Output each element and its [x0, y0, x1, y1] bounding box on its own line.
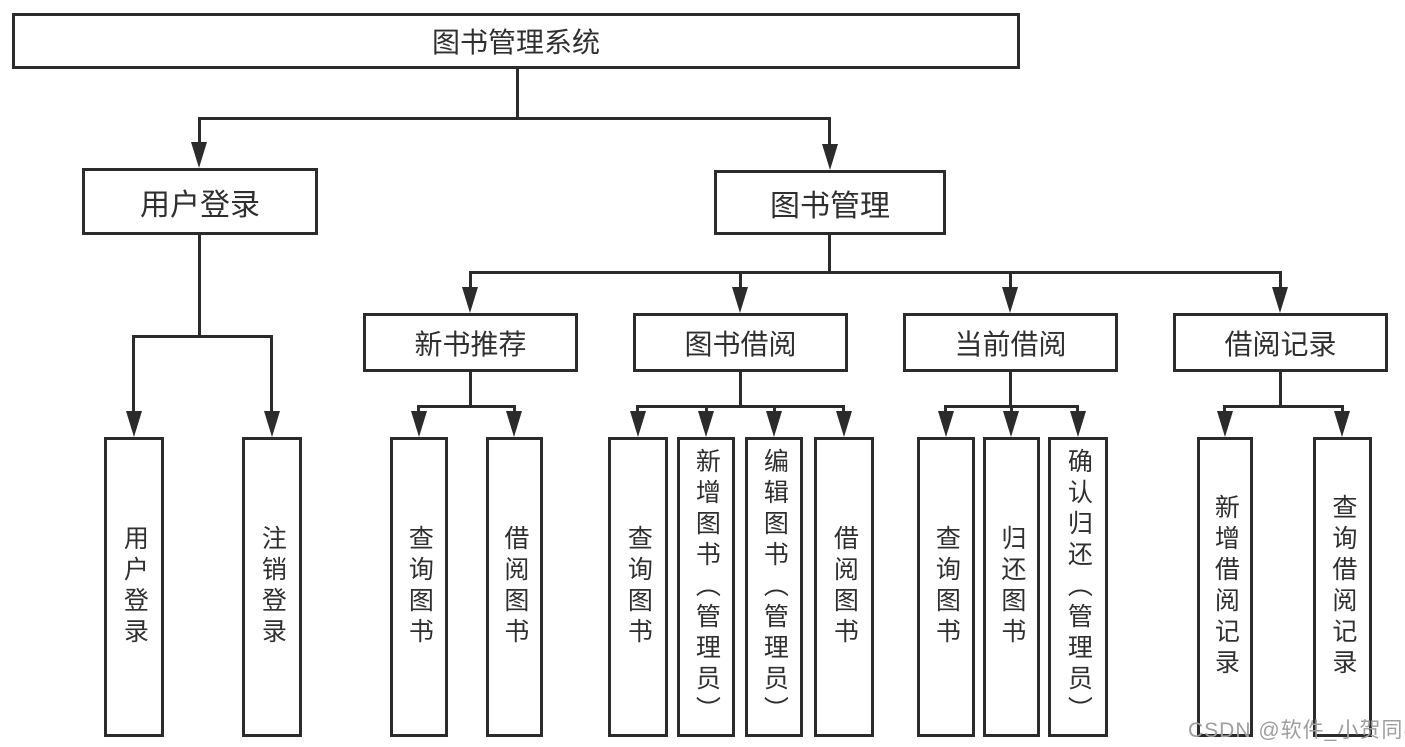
connector-stem [270, 335, 273, 413]
leaf-query-books: 查询图书 [917, 437, 975, 737]
connector-group-hline [637, 405, 845, 408]
connector-group-hline [1224, 405, 1344, 408]
connector-stem [132, 335, 135, 413]
leaf-query-books-label: 查询图书 [932, 525, 961, 649]
connector-userlogin-vline [198, 235, 201, 337]
leaf-borrow-books-label: 借阅图书 [500, 525, 529, 649]
node-book-borrow: 图书借阅 [633, 313, 848, 372]
connector-stem [828, 117, 831, 146]
connector-group-hline [418, 405, 516, 408]
leaf-borrow-books-label: 借阅图书 [830, 525, 859, 649]
connector-stem [1076, 405, 1079, 415]
arrowhead-down [822, 144, 838, 170]
connector-root-vline [516, 69, 519, 118]
arrowhead-down [938, 411, 954, 437]
arrowhead-down [462, 287, 478, 313]
leaf-confirm-return-admin-label: 确认归还（管理员） [1064, 447, 1093, 727]
connector-group-vline [739, 372, 742, 408]
node-root-label: 图书管理系统 [431, 27, 600, 58]
arrowhead-down [1334, 411, 1350, 437]
connector-stem [417, 405, 420, 415]
leaf-query-books: 查询图书 [608, 437, 668, 737]
node-current-borrow-label: 当前借阅 [954, 328, 1067, 360]
connector-bookmgmt-vline [828, 235, 831, 274]
arrowhead-down [766, 411, 782, 437]
connector-stem [469, 271, 472, 289]
connector-stem [842, 405, 845, 415]
node-user-login-label: 用户登录 [140, 188, 260, 222]
leaf-user-login: 用户登录 [104, 437, 164, 737]
connector-stem [636, 405, 639, 415]
leaf-logout: 注销登录 [242, 437, 302, 737]
csdn-watermark: CSDN @软件_小贺同学 [1188, 719, 1405, 742]
leaf-add-borrow-record: 新增借阅记录 [1197, 437, 1253, 737]
node-book-management-label: 图书管理 [770, 189, 890, 223]
leaf-user-login-label: 用户登录 [120, 525, 149, 649]
leaf-add-book-admin: 新增图书（管理员） [677, 437, 735, 737]
node-current-borrow: 当前借阅 [903, 313, 1118, 372]
leaf-edit-book-admin: 编辑图书（管理员） [745, 437, 803, 737]
arrowhead-down [126, 411, 142, 437]
arrowhead-down [1217, 411, 1233, 437]
connector-stem [1009, 271, 1012, 289]
node-user-login: 用户登录 [82, 168, 318, 235]
arrowhead-down [1070, 411, 1086, 437]
leaf-query-books-label: 查询图书 [624, 525, 653, 649]
arrowhead-down [1002, 287, 1018, 313]
connector-bookmgmt-hline [469, 271, 1282, 274]
connector-stem [198, 117, 201, 144]
arrowhead-down [630, 411, 646, 437]
node-root-system: 图书管理系统 [12, 13, 1020, 69]
leaf-query-borrow-record: 查询借阅记录 [1313, 437, 1372, 737]
connector-stem [1279, 271, 1282, 289]
arrowhead-down [506, 411, 522, 437]
arrowhead-down [264, 411, 280, 437]
leaf-return-book: 归还图书 [983, 437, 1040, 737]
arrowhead-down [191, 142, 207, 168]
node-book-borrow-label: 图书借阅 [684, 328, 797, 360]
arrowhead-down [698, 411, 714, 437]
node-new-book-recommend-label: 新书推荐 [414, 328, 527, 360]
connector-root-hline [198, 117, 831, 120]
connector-group-vline [1009, 372, 1012, 408]
leaf-query-borrow-record-label: 查询借阅记录 [1328, 494, 1357, 680]
connector-stem [1010, 405, 1013, 415]
leaf-borrow-books: 借阅图书 [486, 437, 543, 737]
arrowhead-down [411, 411, 427, 437]
arrowhead-down [732, 287, 748, 313]
node-borrow-records-label: 借阅记录 [1224, 328, 1337, 360]
leaf-return-book-label: 归还图书 [997, 525, 1026, 649]
leaf-query-books: 查询图书 [390, 437, 448, 737]
connector-stem [513, 405, 516, 415]
leaf-edit-book-admin-label: 编辑图书（管理员） [760, 447, 789, 727]
connector-stem [773, 405, 776, 415]
connector-stem [944, 405, 947, 415]
arrowhead-down [836, 411, 852, 437]
connector-stem [705, 405, 708, 415]
node-new-book-recommend: 新书推荐 [363, 313, 578, 372]
leaf-borrow-books: 借阅图书 [814, 437, 874, 737]
arrowhead-down [1272, 287, 1288, 313]
connector-userlogin-hline [133, 335, 273, 338]
connector-stem [1341, 405, 1344, 415]
node-borrow-records: 借阅记录 [1173, 313, 1388, 372]
leaf-confirm-return-admin: 确认归还（管理员） [1048, 437, 1108, 737]
connector-stem [739, 271, 742, 289]
connector-group-vline [1279, 372, 1282, 408]
leaf-add-book-admin-label: 新增图书（管理员） [692, 447, 721, 727]
connector-stem [1223, 405, 1226, 415]
connector-group-vline [469, 372, 472, 408]
leaf-query-books-label: 查询图书 [405, 525, 434, 649]
arrowhead-down [1003, 411, 1019, 437]
leaf-add-borrow-record-label: 新增借阅记录 [1211, 494, 1240, 680]
leaf-logout-label: 注销登录 [258, 525, 287, 649]
node-book-management: 图书管理 [714, 170, 946, 235]
